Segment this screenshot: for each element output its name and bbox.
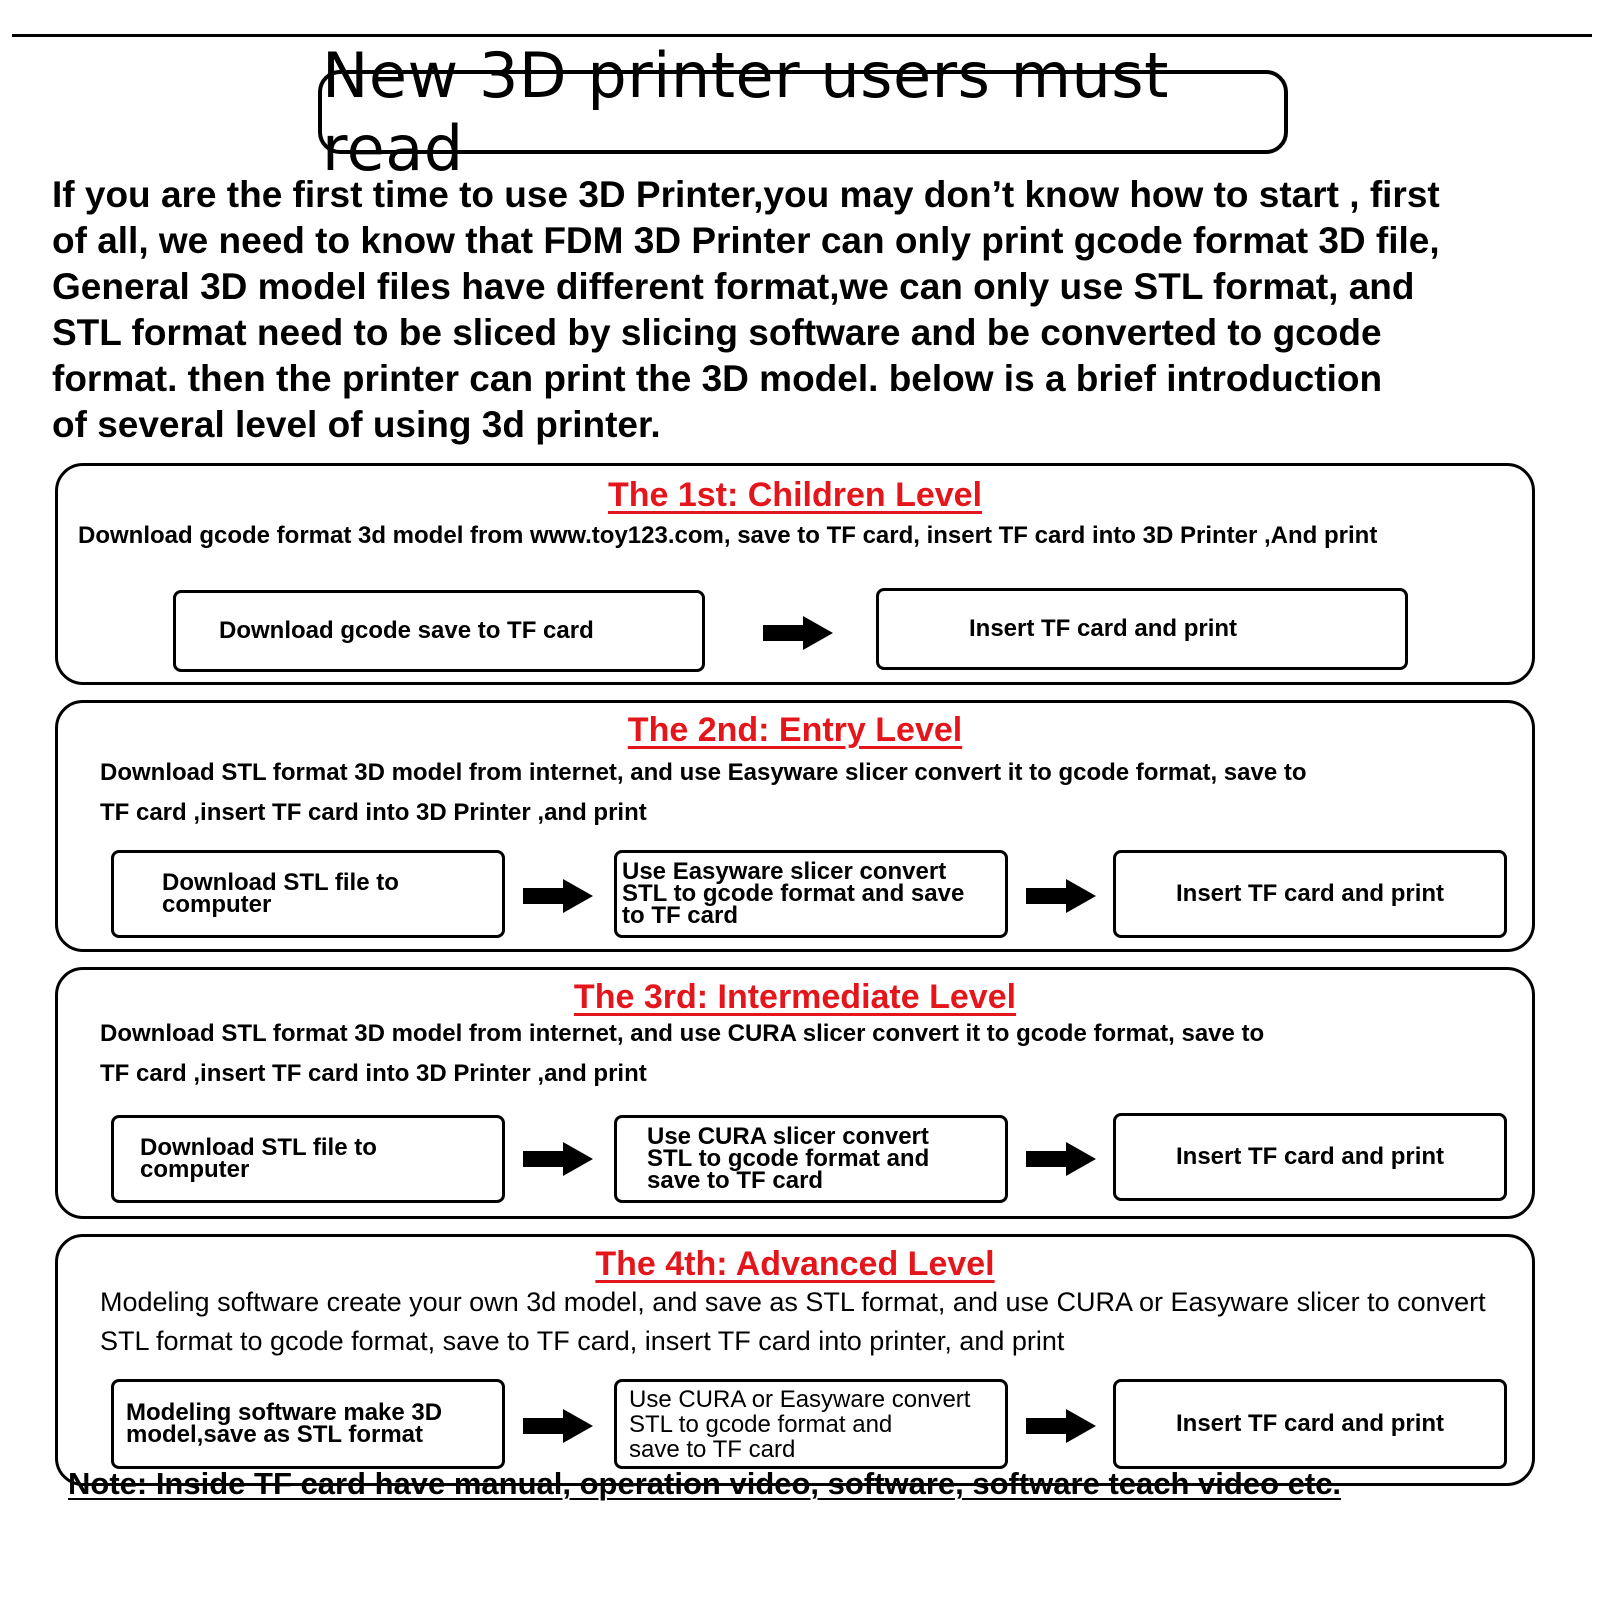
page-title: New 3D printer users must read	[318, 39, 1288, 185]
level-3-step-insert-print: Insert TF card and print	[1113, 1113, 1507, 1201]
intro-line: of all, we need to know that FDM 3D Prin…	[52, 220, 1440, 261]
intro-line: format. then the printer can print the 3…	[52, 358, 1383, 399]
level-4-step-insert-print: Insert TF card and print	[1113, 1379, 1507, 1469]
level-2-title: The 2nd: Entry Level	[627, 711, 963, 749]
level-1-title: The 1st: Children Level	[607, 476, 983, 514]
level-1-description-line: Download gcode format 3d model from www.…	[78, 522, 1378, 549]
level-2-panel: The 2nd: Entry Level Download STL format…	[55, 700, 1535, 952]
intro-line: of several level of using 3d printer.	[52, 404, 661, 445]
level-4-description-line: STL format to gcode format, save to TF c…	[100, 1326, 1065, 1356]
level-4-panel: The 4th: Advanced Level Modeling softwar…	[55, 1234, 1535, 1486]
arrow-right-icon	[523, 1142, 593, 1176]
top-divider	[12, 34, 1592, 37]
level-3-description-line: Download STL format 3D model from intern…	[100, 1020, 1265, 1047]
footer-note: Note: Inside TF card have manual, operat…	[68, 1466, 1342, 1501]
level-3-description: Download STL format 3D model from intern…	[100, 1014, 1264, 1094]
level-1-step-insert-print: Insert TF card and print	[876, 588, 1408, 670]
intro-line: General 3D model files have different fo…	[52, 266, 1415, 307]
level-4-description-line: Modeling software create your own 3d mod…	[100, 1287, 1486, 1317]
intro-line: If you are the first time to use 3D Prin…	[52, 174, 1440, 215]
level-3-panel: The 3rd: Intermediate Level Download STL…	[55, 967, 1535, 1219]
arrow-right-icon	[763, 616, 833, 650]
level-3-description-line: TF card ,insert TF card into 3D Printer …	[100, 1060, 647, 1087]
intro-paragraph: If you are the first time to use 3D Prin…	[52, 172, 1552, 448]
level-4-description: Modeling software create your own 3d mod…	[100, 1283, 1486, 1361]
level-2-description-line: TF card ,insert TF card into 3D Printer …	[100, 799, 647, 826]
arrow-right-icon	[1026, 1409, 1096, 1443]
step-label: Insert TF card and print	[1175, 880, 1445, 907]
step-label: Insert TF card and print	[969, 615, 1238, 642]
level-2-description: Download STL format 3D model from intern…	[100, 753, 1307, 833]
arrow-right-icon	[1026, 1142, 1096, 1176]
level-2-description-line: Download STL format 3D model from intern…	[100, 759, 1307, 786]
level-1-step-download-gcode: Download gcode save to TF card	[173, 590, 705, 672]
step-label: Insert TF card and print	[1175, 1410, 1445, 1437]
level-4-title: The 4th: Advanced Level	[595, 1245, 995, 1283]
level-1-description: Download gcode format 3d model from www.…	[78, 516, 1377, 556]
step-label: Download gcode save to TF card	[219, 617, 594, 644]
arrow-right-icon	[523, 879, 593, 913]
arrow-right-icon	[1026, 879, 1096, 913]
level-1-panel: The 1st: Children Level Download gcode f…	[55, 463, 1535, 685]
arrow-right-icon	[523, 1409, 593, 1443]
level-3-title: The 3rd: Intermediate Level	[573, 978, 1017, 1016]
step-label: Insert TF card and print	[1175, 1143, 1445, 1170]
level-2-step-insert-print: Insert TF card and print	[1113, 850, 1507, 938]
intro-line: STL format need to be sliced by slicing …	[52, 312, 1382, 353]
